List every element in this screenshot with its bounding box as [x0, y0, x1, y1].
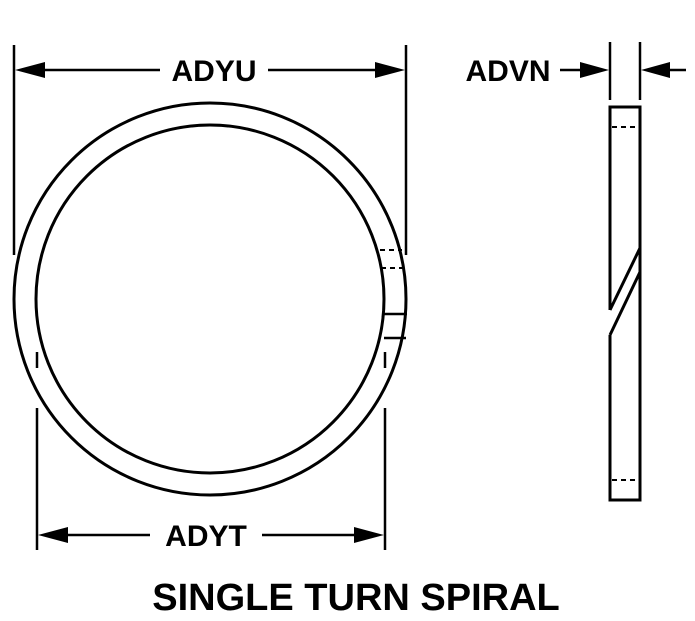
- side-view-lower-section: [608, 268, 642, 502]
- outer-diameter-dimension: ADYU: [12, 45, 408, 255]
- outer-diameter-label: ADYU: [171, 55, 256, 88]
- ring-side-view: [608, 42, 642, 502]
- ring-inner-edge: [34, 123, 386, 475]
- side-view-gap-diagonal-2: [608, 271, 642, 336]
- arrowhead-inner-right: [354, 527, 384, 543]
- arrowhead-inner-left: [38, 527, 68, 543]
- thickness-label: ADVN: [465, 55, 550, 88]
- arrowhead-outer-right: [375, 62, 405, 78]
- inner-diameter-label: ADYT: [165, 520, 247, 553]
- side-view-gap-diagonal-1: [608, 247, 642, 311]
- thickness-dimension: ADVN: [465, 55, 686, 88]
- inner-diameter-dimension: ADYT: [35, 408, 387, 553]
- diagram-caption: SINGLE TURN SPIRAL: [152, 577, 559, 619]
- ring-front-view: [12, 101, 408, 497]
- arrowhead-outer-left: [15, 62, 45, 78]
- arrowhead-thickness-right: [641, 62, 670, 78]
- side-view-upper-section: [608, 105, 642, 268]
- arrowhead-thickness-left: [580, 62, 609, 78]
- ring-outer-edge: [12, 101, 408, 497]
